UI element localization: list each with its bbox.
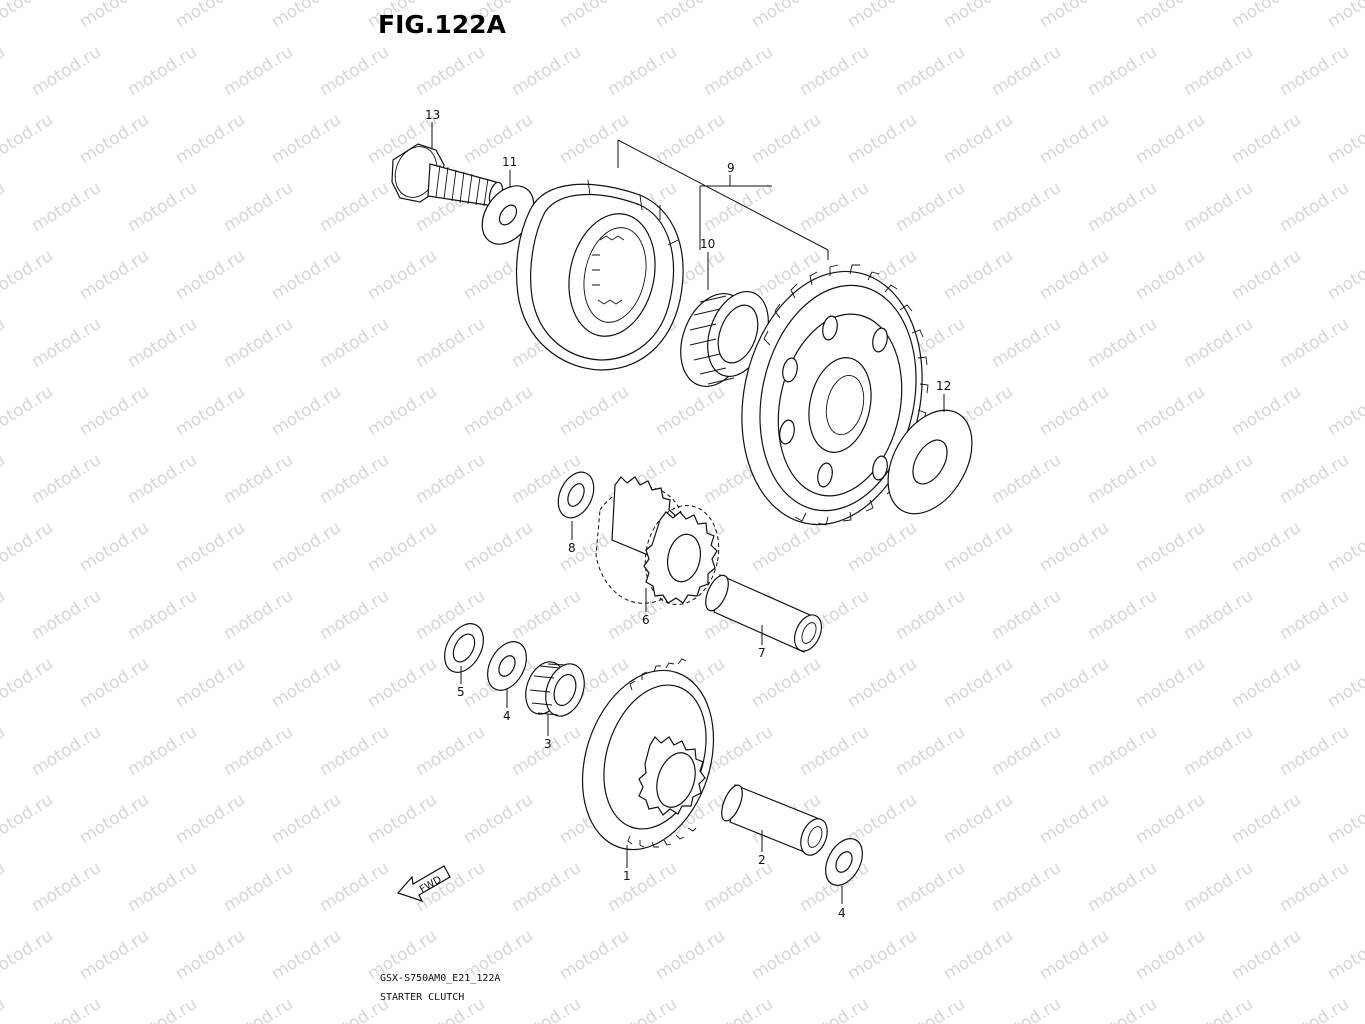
callout-13: 13 <box>425 108 440 122</box>
callout-3: 3 <box>544 737 552 751</box>
callout-4-lower: 4 <box>838 906 846 920</box>
part-3-needle-bearing[interactable] <box>519 656 591 736</box>
callout-5: 5 <box>457 685 465 699</box>
callout-12: 12 <box>936 379 951 393</box>
part-1-driven-gear[interactable] <box>561 653 736 868</box>
part-4-washer-lower[interactable] <box>818 832 870 904</box>
figure-title: FIG.122A <box>378 10 506 39</box>
part-4-washer-upper[interactable] <box>480 635 534 708</box>
figure-code: GSX-S750AM0_E21_122A <box>380 973 501 984</box>
part-9-clutch-housing[interactable] <box>515 139 829 371</box>
part-9-driven-gear[interactable] <box>719 255 944 542</box>
fwd-arrow-icon: FWD <box>396 865 451 903</box>
callout-6: 6 <box>642 613 650 627</box>
figure-name: STARTER CLUTCH <box>380 992 465 1003</box>
part-6-idle-gear[interactable] <box>595 476 728 612</box>
callout-8: 8 <box>568 541 576 555</box>
callout-2: 2 <box>758 853 766 867</box>
part-12-washer[interactable] <box>871 394 989 528</box>
callout-7: 7 <box>758 646 766 660</box>
part-10-needle-bearing[interactable] <box>669 252 780 396</box>
callout-9: 9 <box>727 161 735 175</box>
callout-11: 11 <box>502 155 517 169</box>
callout-4-upper: 4 <box>503 709 511 723</box>
callout-1: 1 <box>623 869 631 883</box>
callout-10: 10 <box>700 237 715 251</box>
part-2-spacer[interactable] <box>717 782 832 859</box>
part-7-shaft[interactable] <box>701 572 827 655</box>
part-8-washer[interactable] <box>551 466 600 540</box>
part-13-bolt[interactable] <box>388 122 505 207</box>
part-5-washer[interactable] <box>437 617 491 684</box>
